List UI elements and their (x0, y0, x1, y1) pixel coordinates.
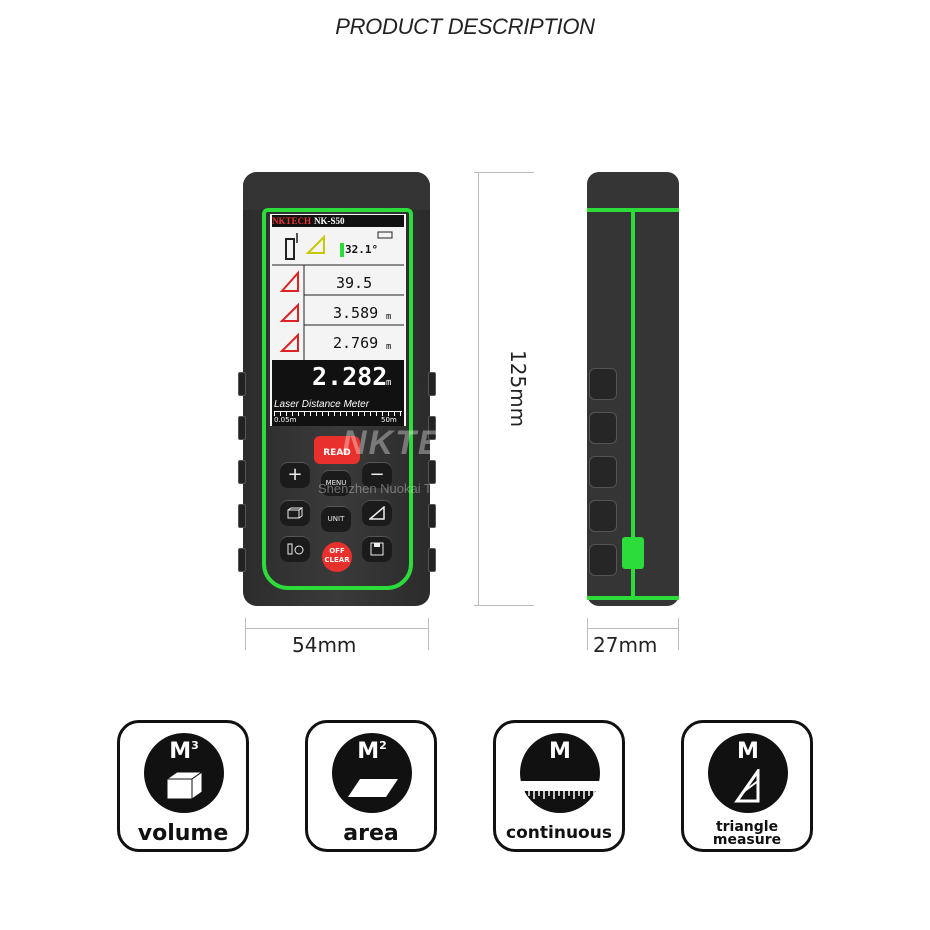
screen-label: Laser Distance Meter (274, 399, 370, 410)
feature-symbol: M (357, 739, 380, 764)
feature-continuous: M continuous (493, 720, 625, 852)
side-switch (622, 537, 644, 569)
depth-label: 27mm (593, 633, 658, 657)
side-green-bottom (587, 596, 679, 600)
device-green-frame (262, 208, 413, 590)
main-unit: m (386, 378, 392, 388)
watermark: NKTECH (342, 424, 496, 462)
device-front-top (243, 172, 430, 210)
feature-area: M2 area (305, 720, 437, 852)
feature-sup: 2 (379, 739, 387, 752)
side-button (589, 412, 617, 444)
angle-mode-button[interactable] (362, 500, 392, 526)
menu-button[interactable]: MENU (321, 470, 351, 496)
volume-badge: M3 (144, 733, 224, 813)
width-dimension-line (245, 628, 428, 629)
row2-value: 3.589 (333, 304, 379, 322)
height-dimension-line (478, 172, 479, 606)
side-button (589, 500, 617, 532)
feature-label: triangle measure (712, 819, 782, 848)
main-value: 2.282 (312, 362, 388, 391)
ruler-icon (520, 781, 600, 799)
side-green-stripe (631, 208, 635, 600)
feature-symbol: M (737, 739, 759, 764)
model-name: NK-S50 (314, 216, 345, 226)
page-title: PRODUCT DESCRIPTION (335, 14, 595, 39)
height-tick-bottom (474, 605, 534, 606)
main-display (272, 360, 404, 398)
feature-label: area (343, 821, 399, 846)
cube-icon (287, 507, 304, 519)
range-max: 50m (381, 416, 397, 424)
off-clear-button[interactable]: OFF CLEAR (322, 542, 352, 572)
cube-icon (165, 771, 204, 800)
feature-label: continuous (506, 823, 612, 843)
width-tick-right (428, 618, 429, 650)
triangle-icon (734, 769, 760, 803)
row3-value: 2.769 (333, 334, 379, 352)
floppy-icon (370, 542, 384, 556)
depth-tick-right (678, 618, 679, 650)
watermark-company: Shenzhen Nuokai Technology Co., Ltd (318, 481, 539, 496)
save-button[interactable] (362, 536, 392, 562)
brand-name: NKTECH (272, 216, 312, 226)
triangle-badge: M (708, 733, 788, 813)
timer-icon (287, 543, 304, 555)
row3-unit: m (386, 342, 392, 352)
side-button (589, 544, 617, 576)
angle-value: 32.1° (345, 243, 379, 256)
plus-button[interactable]: + (280, 462, 310, 488)
depth-dimension-line (587, 628, 679, 629)
feature-volume: M3 volume (117, 720, 249, 852)
height-tick-top (474, 172, 534, 173)
minus-button[interactable]: − (362, 462, 392, 488)
height-label: 125mm (506, 350, 530, 428)
row2-unit: m (386, 312, 392, 322)
side-button (589, 368, 617, 400)
continuous-badge: M (520, 733, 600, 813)
feature-triangle: M triangle measure (681, 720, 813, 852)
feature-label: volume (137, 821, 229, 846)
feature-symbol: M (549, 739, 571, 764)
unit-button[interactable]: UNIT (321, 506, 351, 532)
timer-button[interactable] (280, 536, 310, 562)
side-button (589, 456, 617, 488)
depth-tick-left (587, 618, 588, 650)
row1-value: 39.5 (336, 274, 373, 292)
volume-mode-button[interactable] (280, 500, 310, 526)
screen-icons (272, 231, 404, 360)
range-min: 0.05m (274, 416, 297, 424)
area-parallelogram-icon (348, 779, 398, 797)
feature-symbol: M (169, 739, 192, 764)
range-scale (274, 411, 402, 416)
read-button[interactable]: READ (314, 436, 360, 464)
triangle-icon (367, 505, 385, 520)
width-label: 54mm (292, 633, 357, 657)
area-badge: M2 (332, 733, 412, 813)
width-tick-left (245, 618, 246, 650)
feature-sup: 3 (191, 739, 199, 752)
